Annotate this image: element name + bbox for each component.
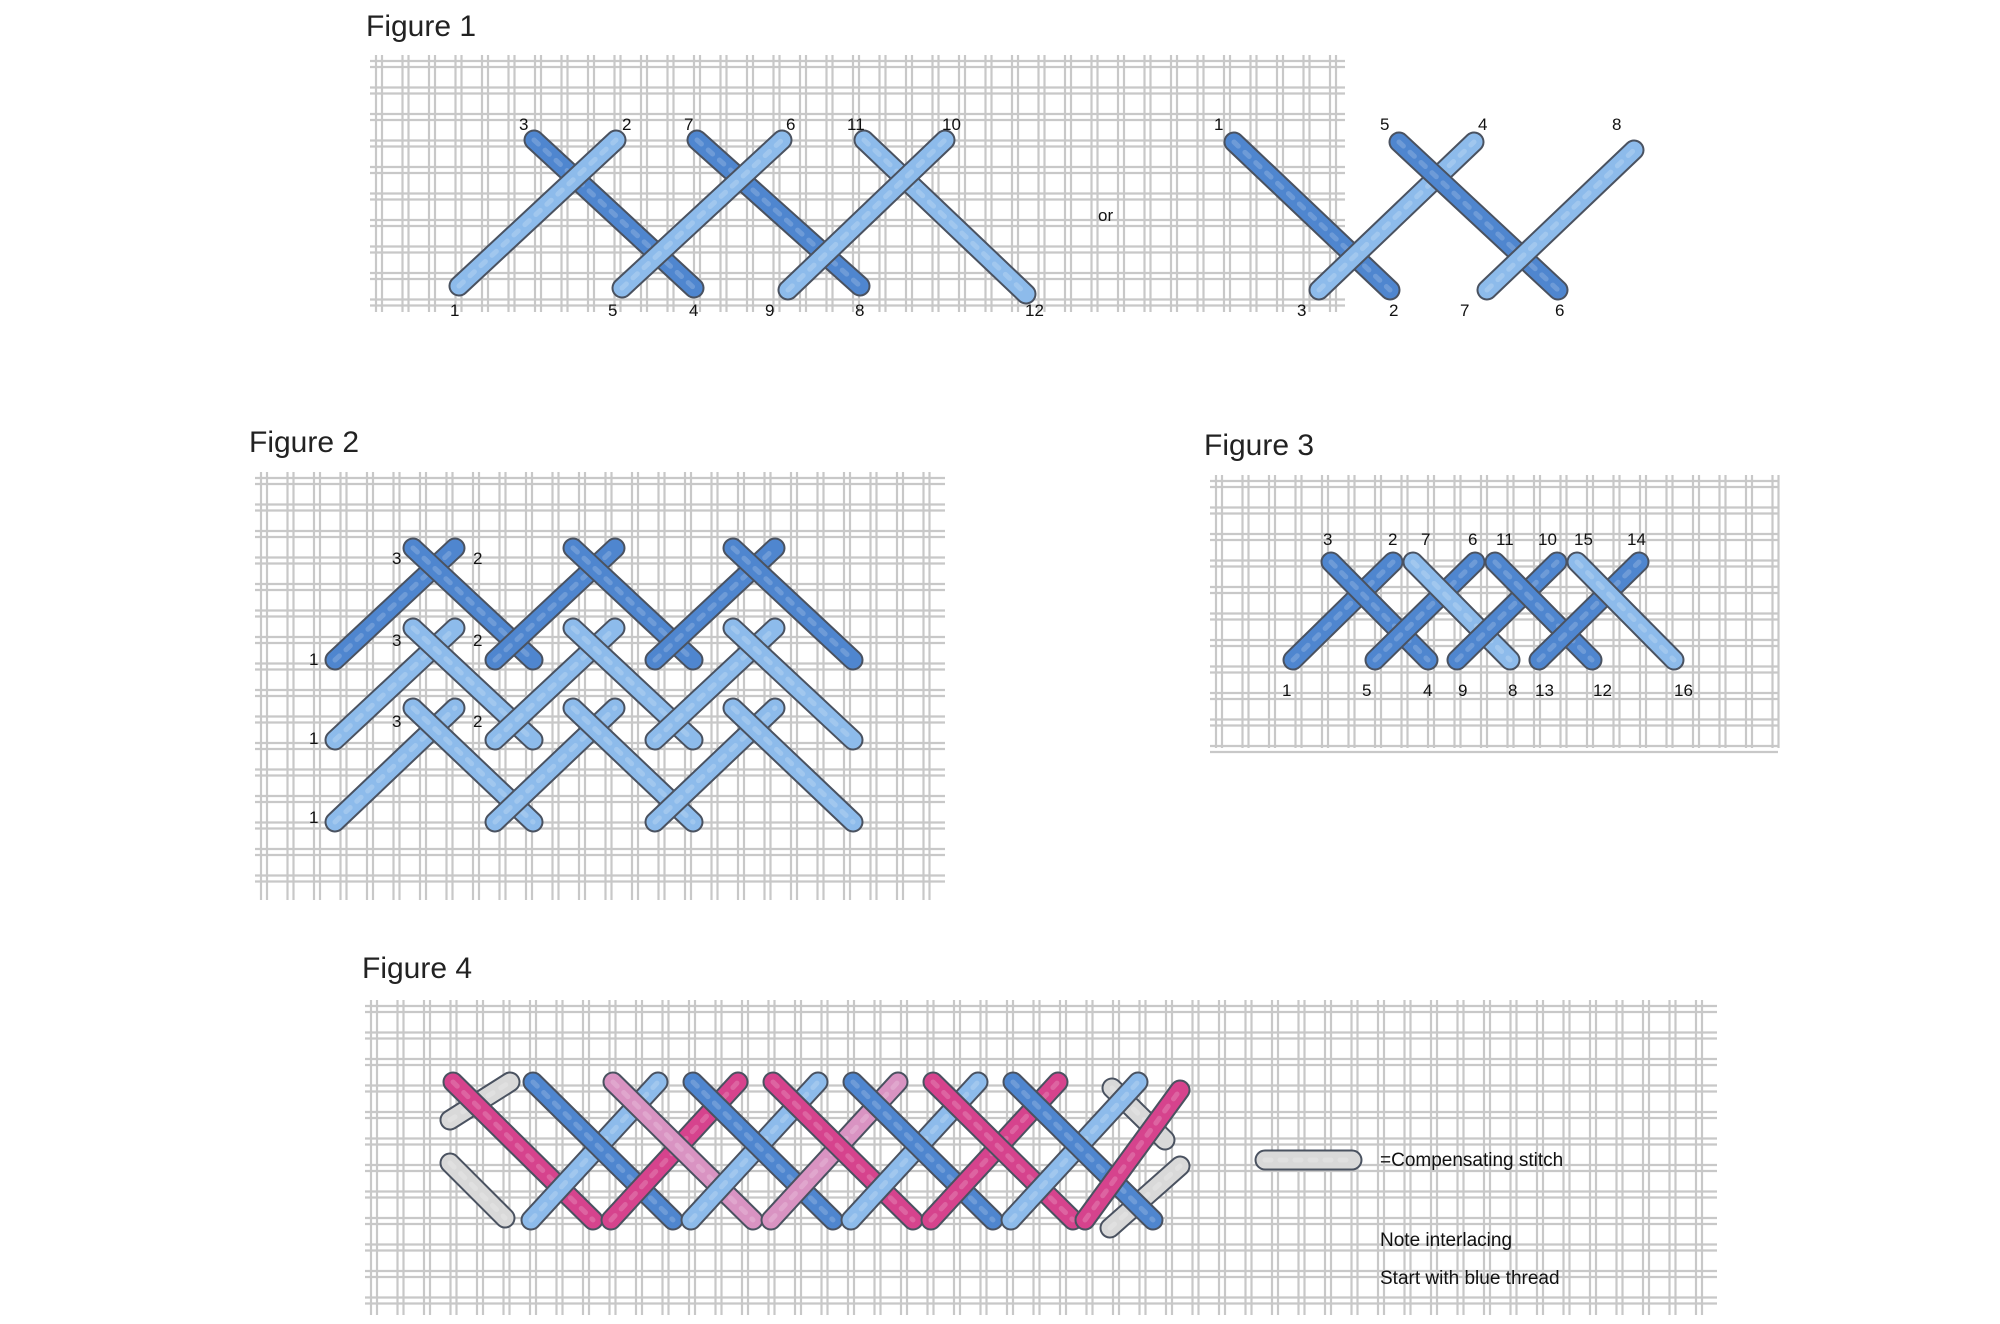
fig1-label: 3 [1297, 301, 1306, 320]
figure-1-stitches [448, 129, 1645, 305]
fig3-label: 15 [1574, 530, 1593, 549]
fig1-label: 2 [1389, 301, 1398, 320]
stitch-blue [722, 697, 864, 833]
fig1-label: 7 [1460, 301, 1469, 320]
fig1-label: 5 [608, 301, 617, 320]
fig1-label: 9 [765, 301, 774, 320]
fig3-label: 2 [1388, 530, 1397, 549]
fig3-label: 9 [1458, 681, 1467, 700]
stitch-blue-dark [1223, 131, 1401, 301]
stitch-interlaced [922, 1071, 1084, 1231]
stitch-blue-dark [1388, 131, 1569, 301]
stitch-compensating [1099, 1155, 1191, 1239]
stitch-blue-dark [523, 129, 705, 299]
figure-2-title: Figure 2 [249, 426, 359, 459]
fig3-label: 11 [1496, 530, 1514, 549]
stitch-interlaced [1002, 1071, 1164, 1231]
figure-3-title: Figure 3 [1204, 429, 1314, 462]
fig2-label: 3 [392, 549, 401, 568]
fig1-label: 1 [450, 301, 459, 320]
stitch-blue [1402, 551, 1521, 671]
fig2-label: 3 [392, 631, 401, 650]
fig3-label: 13 [1535, 681, 1554, 700]
fig3-label: 12 [1593, 681, 1612, 700]
fig2-label: 2 [473, 549, 482, 568]
fig1-label: 6 [1555, 301, 1564, 320]
stitch-interlaced [1074, 1079, 1191, 1231]
figure-2-stitches [324, 537, 864, 833]
figure-3: Figure 3 3 2 7 6 11 10 15 14 1 5 4 9 8 1… [1204, 429, 1780, 754]
stitch-blue-light [1308, 131, 1485, 301]
figure-2: Figure 2 3 2 1 3 2 1 3 2 1 [249, 426, 945, 900]
fig2-label: 2 [473, 712, 482, 731]
figure-1-title: Figure 1 [366, 10, 476, 43]
fig2-label: 1 [309, 808, 318, 827]
stitch-blue [1320, 551, 1439, 671]
fig3-label: 14 [1627, 530, 1646, 549]
fig3-label: 6 [1468, 530, 1477, 549]
fig3-label: 3 [1323, 530, 1332, 549]
stitch-interlaced [682, 1071, 844, 1231]
fig2-label: 1 [309, 650, 318, 669]
fig1-label: 12 [1025, 301, 1044, 320]
figure-4-stitches [439, 1071, 1191, 1239]
compensating-stitch-legend-label: =Compensating stitch [1380, 1150, 1563, 1171]
stitch-interlaced [762, 1071, 924, 1231]
fig3-label: 1 [1282, 681, 1291, 700]
figure-2-grid [255, 472, 945, 900]
figure-3-stitches [1282, 551, 1685, 671]
stitch-blue [722, 617, 864, 751]
stitch-interlaced [842, 1071, 1004, 1231]
stitch-blue [722, 537, 864, 671]
fig1-label: 5 [1380, 115, 1389, 134]
fig1-label: 2 [622, 115, 631, 134]
fig1-label: 10 [942, 115, 961, 134]
stitch-blue [1484, 551, 1603, 671]
stitch-blue-dark [1282, 551, 1404, 671]
fig1-label: 4 [1478, 115, 1487, 134]
fig3-label: 8 [1508, 681, 1517, 700]
fig1-label: 3 [519, 115, 528, 134]
fig1-label: 6 [786, 115, 795, 134]
fig2-label: 3 [392, 712, 401, 731]
stitch-compensating [439, 1152, 516, 1229]
stitch-blue-dark [1528, 551, 1650, 671]
stitch-interlaced [442, 1071, 604, 1231]
stitch-interlaced [602, 1071, 764, 1231]
fig1-label: 8 [855, 301, 864, 320]
stitch-blue-light [1476, 139, 1645, 301]
stitch-blue-dark [1364, 551, 1486, 671]
note-start-blue: Start with blue thread [1380, 1268, 1560, 1289]
fig3-label: 4 [1423, 681, 1432, 700]
fig2-label: 2 [473, 631, 482, 650]
fig3-label: 10 [1538, 530, 1557, 549]
fig3-label: 16 [1674, 681, 1693, 700]
note-interlacing: Note interlacing [1380, 1230, 1512, 1251]
fig1-label: 8 [1612, 115, 1621, 134]
stitch-blue-light [853, 129, 1037, 305]
figure-4-title: Figure 4 [362, 952, 472, 985]
stitch-blue-light [777, 129, 956, 301]
figure-4: Figure 4 =Compensating stitch Note inter… [362, 952, 1717, 1315]
stitch-blue [1566, 551, 1685, 671]
stitch-blue-dark [1446, 551, 1568, 671]
fig3-label: 5 [1362, 681, 1371, 700]
fig1-label: 4 [689, 301, 698, 320]
stitch-blue-light [611, 129, 793, 299]
fig1-label: 1 [1214, 115, 1223, 134]
fig2-label: 1 [309, 729, 318, 748]
stitch-blue-light [448, 129, 627, 297]
fig3-label: 7 [1421, 530, 1430, 549]
figure-1-or-label: or [1098, 206, 1113, 225]
fig1-label: 11 [847, 115, 865, 134]
stitch-interlaced [522, 1071, 684, 1231]
figure-1: Figure 1 or 3 2 7 6 11 10 1 5 4 9 8 12 1… [366, 10, 1645, 320]
fig1-label: 7 [684, 115, 693, 134]
